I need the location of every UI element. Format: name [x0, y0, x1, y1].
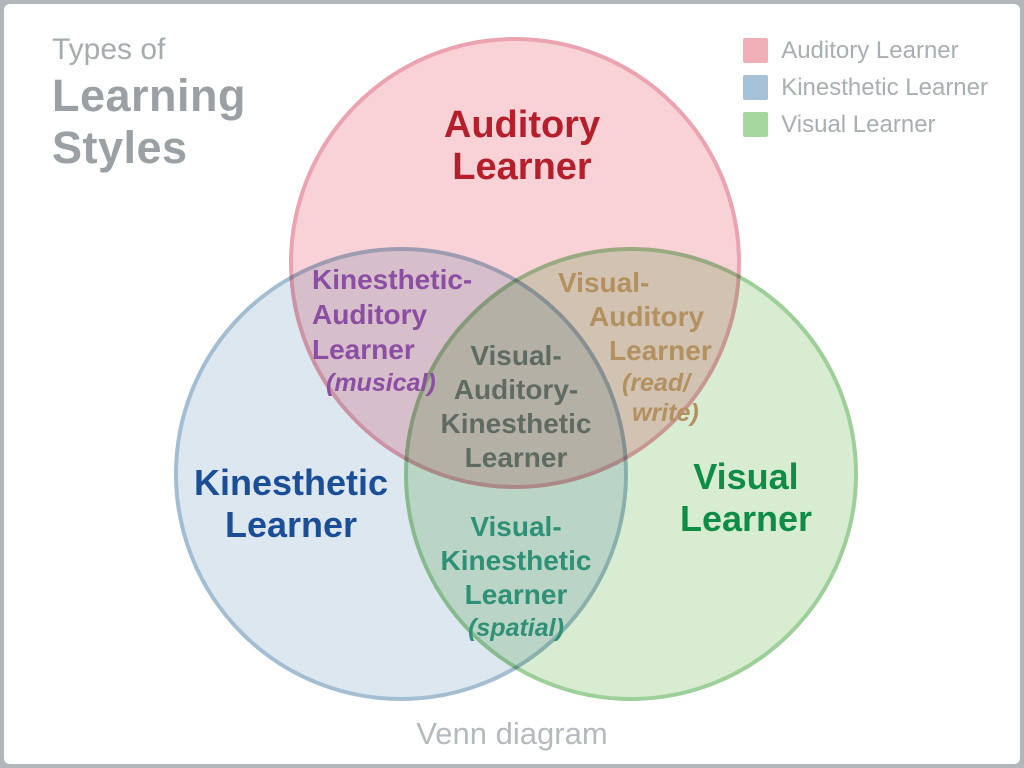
visual-circle — [404, 247, 858, 701]
label-line: Learner — [312, 334, 415, 365]
page-header: Types of Learning Styles — [52, 30, 246, 174]
label-line: Visual — [693, 456, 799, 497]
center-overlap-label: Visual- Auditory- Kinesthetic Learner — [441, 339, 592, 475]
legend-item-label: Auditory Learner — [781, 37, 959, 64]
label-line: Visual- — [470, 511, 562, 542]
label-line: Auditory — [589, 301, 705, 332]
legend-item-auditory: Auditory Learner — [743, 38, 988, 63]
visual-circle-label: Visual Learner — [680, 456, 812, 540]
label-subtitle: write) — [632, 399, 699, 427]
label-line: Auditory- — [453, 374, 579, 405]
auditory-circle-label: Auditory Learner — [444, 104, 600, 188]
page-pretitle: Types of — [52, 33, 166, 66]
label-line: Learner — [464, 442, 568, 473]
kinesthetic-auditory-overlap-label: Kinesthetic- Auditory Learner (musical) — [312, 262, 472, 400]
legend-item-label: Visual Learner — [781, 111, 936, 138]
label-line: Kinesthetic — [440, 408, 592, 439]
label-subtitle: (read/ — [622, 369, 691, 397]
label-line: Auditory — [443, 104, 601, 146]
kinesthetic-circle-label: Kinesthetic Learner — [194, 462, 388, 546]
page-title-line-1: Learning — [52, 70, 247, 121]
label-line: Visual- — [558, 267, 650, 298]
kinesthetic-color-swatch — [743, 75, 769, 100]
label-line: Visual- — [470, 340, 562, 371]
legend: Auditory Learner Kinesthetic Learner Vis… — [743, 38, 988, 149]
label-line: Learner — [609, 335, 712, 366]
legend-item-kinesthetic: Kinesthetic Learner — [743, 75, 988, 100]
label-line: Kinesthetic- — [312, 264, 473, 295]
label-line: Learner — [452, 146, 592, 188]
page-title-line-2: Styles — [52, 122, 188, 173]
label-line: Learner — [464, 579, 568, 610]
label-subtitle: (musical) — [326, 369, 436, 397]
label-line: Learner — [679, 498, 813, 539]
visual-auditory-overlap-label: Visual- Auditory Learner (read/ write) — [556, 266, 712, 428]
visual-color-swatch — [743, 112, 769, 137]
label-line: Learner — [224, 504, 358, 545]
label-line: Kinesthetic — [440, 545, 592, 576]
legend-item-label: Kinesthetic Learner — [781, 74, 988, 101]
label-line: Auditory — [312, 299, 428, 330]
venn-diagram-caption: Venn diagram — [416, 716, 608, 751]
label-line: Kinesthetic — [193, 462, 389, 503]
visual-kinesthetic-overlap-label: Visual- Kinesthetic Learner (spatial) — [441, 510, 592, 644]
label-subtitle: (spatial) — [468, 614, 564, 642]
legend-item-visual: Visual Learner — [743, 112, 988, 137]
auditory-color-swatch — [743, 38, 769, 63]
